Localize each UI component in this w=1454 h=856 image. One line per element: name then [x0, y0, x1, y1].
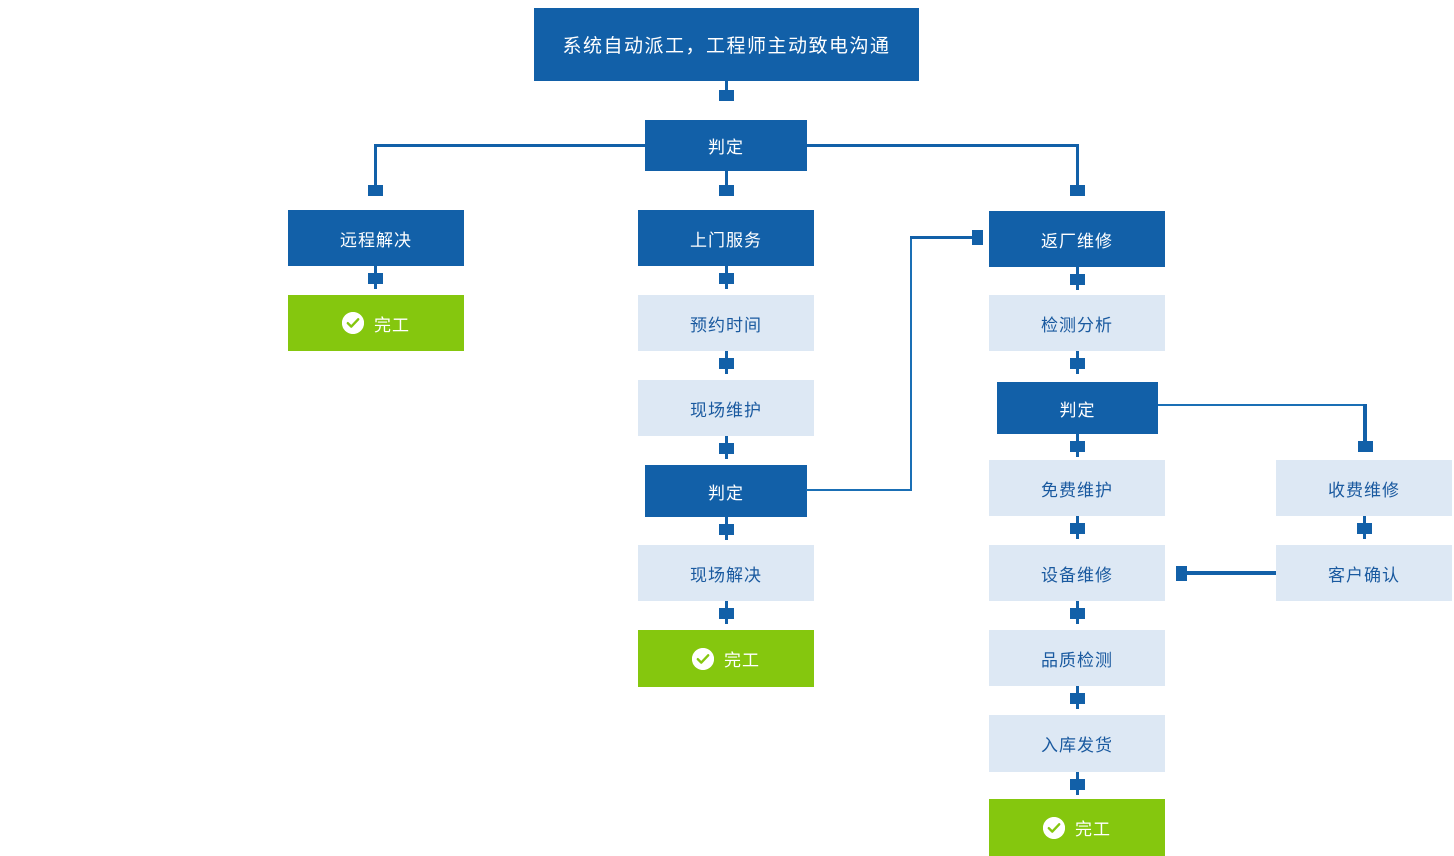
check-circle-icon: [1043, 816, 1065, 839]
arrowhead-root-to-decision: [719, 90, 734, 101]
connector-confirm-to-equipment: [1183, 571, 1276, 575]
arrowhead-decision-to-onsite: [719, 185, 734, 196]
node-onsite-service-label: 上门服务: [690, 230, 762, 250]
arrowhead-factory-decision-to-free: [1070, 441, 1085, 452]
arrowhead-onsite-decision-to-factory: [972, 230, 983, 245]
connector-decision-to-remote: [374, 144, 377, 195]
connector-decision-bus-right: [806, 144, 1079, 147]
arrowhead-onsite-decision-to-resolved: [719, 524, 734, 535]
connector-decision-to-onsite: [725, 171, 728, 195]
node-decision-top[interactable]: 判定: [645, 120, 807, 171]
node-paid-service[interactable]: 收费维修: [1276, 460, 1452, 516]
node-quality-check[interactable]: 品质检测: [989, 630, 1165, 686]
node-stock-ship[interactable]: 入库发货: [989, 715, 1165, 772]
connector-onsite-decision-to-factory-h2: [910, 236, 978, 239]
node-paid-service-label: 收费维修: [1328, 480, 1400, 500]
node-onsite-decision[interactable]: 判定: [645, 465, 807, 517]
node-customer-confirm-label: 客户确认: [1328, 565, 1400, 585]
node-onsite-resolved[interactable]: 现场解决: [638, 545, 814, 601]
arrowhead-remote-to-done: [368, 273, 383, 284]
node-decision-top-label: 判定: [708, 138, 744, 157]
node-remote-solution-label: 远程解决: [340, 230, 412, 250]
node-factory-inspect[interactable]: 检测分析: [989, 295, 1165, 351]
node-equipment-repair[interactable]: 设备维修: [989, 545, 1165, 601]
node-onsite-maintain-label: 现场维护: [690, 400, 762, 420]
arrowhead-factory-to-inspect: [1070, 274, 1085, 285]
node-equipment-repair-label: 设备维修: [1041, 565, 1113, 585]
arrowhead-stock-to-done: [1070, 779, 1085, 790]
connector-decision-bus-left: [374, 144, 646, 147]
node-remote-done-label: 完工: [374, 315, 410, 335]
arrowhead-factory-decision-to-paid: [1358, 441, 1373, 452]
arrowhead-equipment-to-quality: [1070, 608, 1085, 619]
arrowhead-free-to-equipment: [1070, 523, 1085, 534]
connector-factory-decision-to-paid-h: [1158, 404, 1366, 406]
node-factory-decision[interactable]: 判定: [997, 382, 1158, 434]
node-factory-inspect-label: 检测分析: [1041, 315, 1113, 335]
arrowhead-paid-to-confirm: [1357, 523, 1372, 534]
arrowhead-maintain-to-decision: [719, 443, 734, 454]
node-factory-repair-label: 返厂维修: [1041, 231, 1113, 251]
node-factory-repair[interactable]: 返厂维修: [989, 211, 1165, 267]
node-onsite-decision-label: 判定: [708, 483, 744, 503]
arrowhead-resolved-to-done: [719, 608, 734, 619]
node-root-dispatch-label: 系统自动派工，工程师主动致电沟通: [562, 36, 891, 57]
node-onsite-done[interactable]: 完工: [638, 630, 814, 687]
node-onsite-resolved-label: 现场解决: [690, 565, 762, 585]
connector-onsite-decision-to-factory-h1: [806, 489, 912, 491]
arrowhead-decision-to-factory: [1070, 185, 1085, 196]
node-onsite-service[interactable]: 上门服务: [638, 210, 814, 266]
node-remote-done[interactable]: 完工: [288, 295, 464, 351]
arrowhead-confirm-to-equipment: [1176, 566, 1187, 581]
node-stock-ship-label: 入库发货: [1041, 736, 1113, 755]
connector-decision-to-factory: [1076, 144, 1079, 195]
node-onsite-schedule[interactable]: 预约时间: [638, 295, 814, 351]
connector-factory-decision-to-paid-v: [1363, 404, 1367, 452]
node-onsite-done-label: 完工: [724, 651, 760, 670]
check-circle-icon: [692, 647, 714, 670]
node-onsite-maintain[interactable]: 现场维护: [638, 380, 814, 436]
node-free-service-label: 免费维护: [1041, 480, 1113, 500]
arrowhead-decision-to-remote: [368, 185, 383, 196]
arrowhead-schedule-to-maintain: [719, 358, 734, 369]
connector-root-to-decision: [725, 81, 728, 98]
connector-onsite-decision-to-factory-v: [910, 237, 912, 491]
arrowhead-quality-to-stock: [1070, 693, 1085, 704]
node-remote-solution[interactable]: 远程解决: [288, 210, 464, 266]
arrowhead-onsite-to-schedule: [719, 273, 734, 284]
node-onsite-schedule-label: 预约时间: [690, 315, 762, 335]
node-factory-decision-label: 判定: [1059, 400, 1096, 420]
node-factory-done[interactable]: 完工: [989, 799, 1165, 856]
arrowhead-inspect-to-decision: [1070, 358, 1085, 369]
node-quality-check-label: 品质检测: [1041, 650, 1113, 670]
check-circle-icon: [342, 312, 364, 334]
node-free-service[interactable]: 免费维护: [989, 460, 1165, 516]
node-factory-done-label: 完工: [1075, 820, 1111, 839]
node-root-dispatch[interactable]: 系统自动派工，工程师主动致电沟通: [534, 8, 919, 81]
node-customer-confirm[interactable]: 客户确认: [1276, 545, 1452, 601]
